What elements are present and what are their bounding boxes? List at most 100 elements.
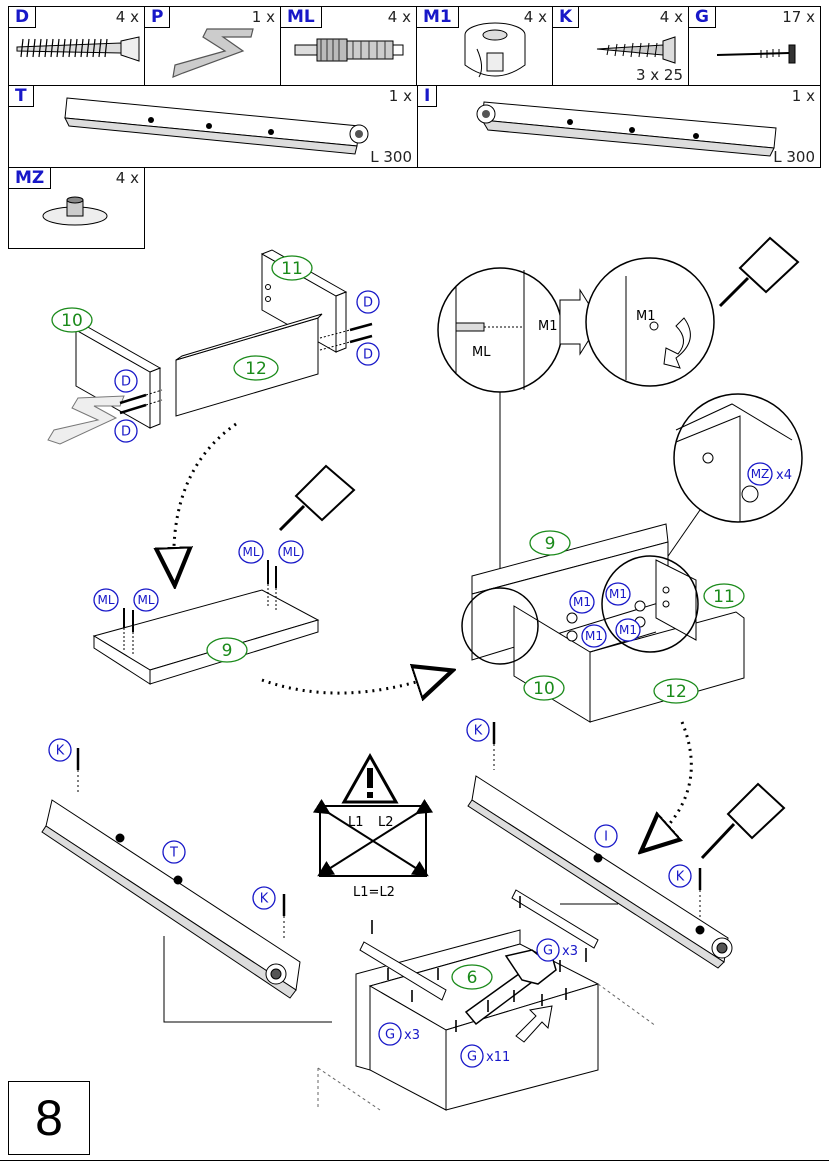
part-quantity: 4 x bbox=[387, 8, 411, 26]
detail-magnifier-dowel-small bbox=[461, 587, 539, 665]
drawer-rail-right-icon bbox=[476, 101, 777, 157]
part-quantity: 1 x bbox=[791, 87, 815, 105]
panel-label-10: 10 bbox=[51, 307, 93, 333]
panel-label-10-text: 10 bbox=[61, 311, 83, 331]
callout-ML: ML bbox=[238, 540, 264, 564]
callout-M1: M1 bbox=[581, 624, 607, 648]
callout-M1-text: M1 bbox=[609, 587, 627, 601]
part-code: P bbox=[145, 7, 171, 28]
callout-D: D bbox=[356, 290, 380, 314]
part-code: K bbox=[553, 7, 580, 28]
panel-label-6-text: 6 bbox=[467, 968, 478, 988]
drawer-rail-small bbox=[359, 889, 599, 1001]
callout-D-text: D bbox=[121, 425, 131, 440]
diagonal-label-L1: L1 bbox=[348, 815, 364, 830]
part-code: M1 bbox=[417, 7, 459, 28]
detail-magnifier-foot bbox=[673, 393, 803, 523]
callout-K: K bbox=[466, 718, 490, 742]
callout-ML-text: ML bbox=[282, 545, 299, 559]
panel-label-9: 9 bbox=[206, 637, 248, 663]
nail-icon bbox=[716, 44, 796, 64]
part-cell-D: D 4 x bbox=[8, 6, 145, 86]
callout-M1: M1 bbox=[605, 582, 631, 606]
rail-length: L 300 bbox=[370, 148, 412, 166]
callout-G-text: G bbox=[543, 944, 553, 959]
arrow-up-icon bbox=[515, 1005, 553, 1043]
callout-MZ: MZ bbox=[747, 462, 773, 486]
callout-I: I bbox=[594, 824, 618, 848]
rail-length: L 300 bbox=[773, 148, 815, 166]
callout-MZ-count: x4 bbox=[776, 468, 792, 483]
part-quantity: 4 x bbox=[523, 8, 547, 26]
cam-dowel-icon bbox=[123, 560, 277, 632]
callout-G-count: x11 bbox=[486, 1050, 510, 1065]
part-code: I bbox=[418, 86, 438, 107]
furniture-foot-icon bbox=[42, 196, 108, 226]
callout-K: K bbox=[48, 738, 72, 762]
panel-label-12: 12 bbox=[653, 678, 699, 704]
part-quantity: 4 x bbox=[659, 8, 683, 26]
part-cell-P: P 1 x bbox=[144, 6, 281, 86]
part-quantity: 4 x bbox=[115, 169, 139, 187]
part-code: MZ bbox=[9, 168, 52, 189]
part-cell-T: T 1 x L 300 bbox=[8, 85, 418, 168]
part-cell-K: K 4 x 3 x 25 bbox=[552, 6, 689, 86]
panel-label-11-text: 11 bbox=[281, 259, 303, 279]
callout-D-text: D bbox=[121, 375, 131, 390]
callout-ML-text: ML bbox=[137, 593, 154, 607]
callout-ML: ML bbox=[93, 588, 119, 612]
callout-M1-text: M1 bbox=[573, 595, 591, 609]
callout-G-count: x3 bbox=[404, 1028, 420, 1043]
screwdriver-icon bbox=[700, 782, 786, 860]
callout-D: D bbox=[114, 369, 138, 393]
panel-label-9-text: 9 bbox=[222, 641, 233, 661]
panel-label-10: 10 bbox=[523, 675, 565, 701]
part-quantity: 17 x bbox=[782, 8, 815, 26]
warning-icon bbox=[341, 752, 399, 804]
callout-ML-text: ML bbox=[242, 545, 259, 559]
callout-M1-text: M1 bbox=[585, 629, 603, 643]
panel-label-9-text: 9 bbox=[545, 534, 556, 554]
callout-G-count: x3 bbox=[562, 944, 578, 959]
screwdriver-icon bbox=[278, 464, 356, 532]
part-code: G bbox=[689, 7, 716, 28]
part-code: D bbox=[9, 7, 37, 28]
callout-ML-text: ML bbox=[97, 593, 114, 607]
magnifier-label-ml: ML bbox=[472, 345, 491, 360]
callout-I-text: I bbox=[604, 830, 608, 845]
hex-key-icon bbox=[172, 28, 254, 78]
diagonal-label-L2: L2 bbox=[378, 815, 394, 830]
callout-G-text: G bbox=[467, 1050, 477, 1065]
panel-10-board bbox=[74, 325, 162, 429]
callout-G-text: G bbox=[385, 1028, 395, 1043]
panel-label-12: 12 bbox=[233, 355, 279, 381]
long-screw-icon bbox=[119, 322, 373, 415]
cam-dowel-icon bbox=[294, 38, 404, 62]
callout-G: G bbox=[378, 1022, 402, 1046]
callout-MZ-text: MZ bbox=[751, 467, 770, 481]
panel-label-12-text: 12 bbox=[665, 682, 687, 702]
panel-label-9: 9 bbox=[529, 530, 571, 556]
panel-label-6: 6 bbox=[451, 964, 493, 990]
wood-screw-icon bbox=[596, 36, 676, 64]
callout-T-text: T bbox=[169, 846, 178, 861]
callout-K-text: K bbox=[676, 870, 685, 885]
nail-icon bbox=[371, 896, 587, 1032]
callout-M1: M1 bbox=[615, 618, 641, 642]
callout-M1-text: M1 bbox=[619, 623, 637, 637]
callout-K-text: K bbox=[260, 892, 269, 907]
screw-size: 3 x 25 bbox=[635, 66, 683, 84]
diagonal-check-diagram bbox=[312, 798, 434, 877]
part-quantity: 4 x bbox=[115, 8, 139, 26]
detail-magnifier-cam bbox=[585, 257, 715, 387]
panel-label-10-text: 10 bbox=[533, 679, 555, 699]
diagonal-rule: L1=L2 bbox=[353, 885, 395, 900]
callout-K: K bbox=[668, 864, 692, 888]
part-quantity: 1 x bbox=[251, 8, 275, 26]
callout-ML: ML bbox=[133, 588, 159, 612]
part-cell-MZ: MZ 4 x bbox=[8, 167, 145, 249]
part-code: ML bbox=[281, 7, 322, 28]
callout-G: G bbox=[460, 1044, 484, 1068]
callout-D: D bbox=[356, 342, 380, 366]
